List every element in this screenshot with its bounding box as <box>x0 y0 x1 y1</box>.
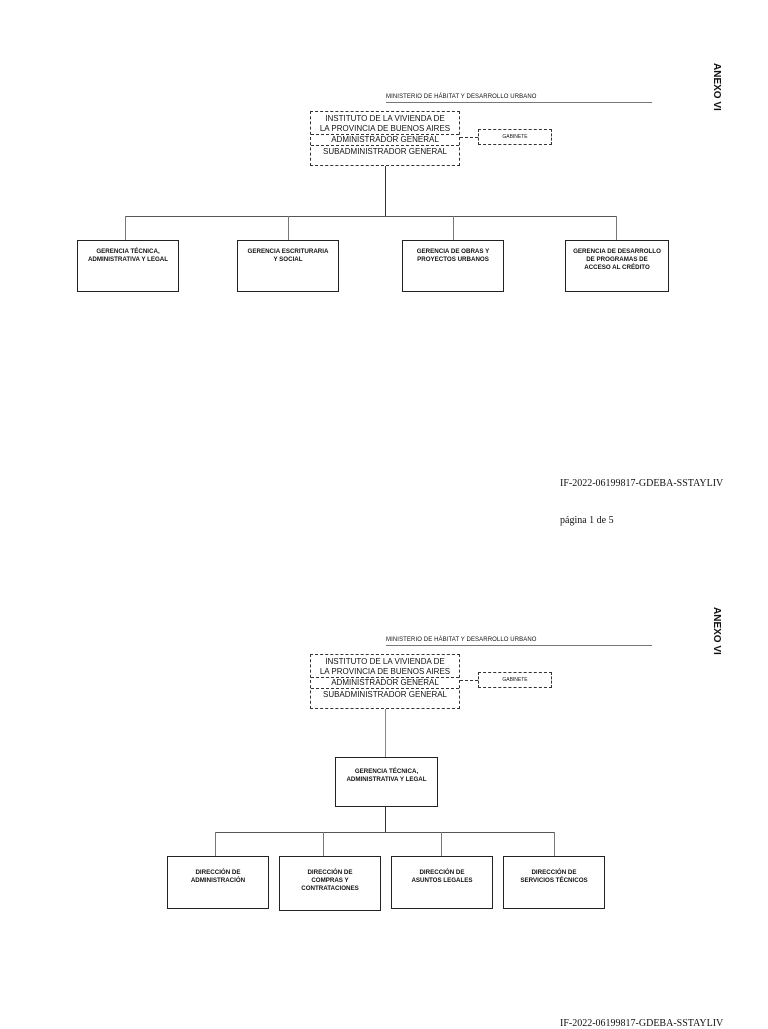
unit-direccion-servicios-tecnicos: DIRECCIÓN DE SERVICIOS TÉCNICOS <box>503 856 605 909</box>
drop-line-4 <box>616 216 617 240</box>
institute-name-line1: INSTITUTO DE LA VIVIENDA DE <box>325 114 445 123</box>
ministry-label: MINISTERIO DE HÁBITAT Y DESARROLLO URBAN… <box>386 637 537 643</box>
annex-label: ANEXO VI <box>711 63 722 111</box>
admin-separator <box>311 145 459 146</box>
institute-name-line1: INSTITUTO DE LA VIVIENDA DE <box>325 657 445 666</box>
unit-gerencia-escrituraria: GERENCIA ESCRITURARIA Y SOCIAL <box>237 240 339 292</box>
drop-line-1 <box>125 216 126 240</box>
unit-label: DIRECCIÓN DE ASUNTOS LEGALES <box>411 869 473 884</box>
document-reference: IF-2022-06199817-GDEBA-SSTAYLIV <box>560 478 724 489</box>
cabinet-label: GABINETE <box>502 134 528 140</box>
unit-gerencia-tecnica: GERENCIA TÉCNICA, ADMINISTRATIVA Y LEGAL <box>77 240 179 292</box>
ministry-label: MINISTERIO DE HÁBITAT Y DESARROLLO URBAN… <box>386 94 537 100</box>
institute-separator <box>311 677 459 678</box>
institute-separator <box>311 134 459 135</box>
cabinet-label: GABINETE <box>502 677 528 683</box>
unit-direccion-compras: DIRECCIÓN DE COMPRAS Y CONTRATACIONES <box>279 856 381 911</box>
drop-line-1 <box>215 832 216 856</box>
unit-label: DIRECCIÓN DE SERVICIOS TÉCNICOS <box>520 869 588 884</box>
branch-line <box>125 216 616 217</box>
unit-label: GERENCIA TÉCNICA, ADMINISTRATIVA Y LEGAL <box>87 248 169 263</box>
management-label: GERENCIA TÉCNICA, ADMINISTRATIVA Y LEGAL <box>346 768 427 783</box>
unit-gerencia-obras: GERENCIA DE OBRAS Y PROYECTOS URBANOS <box>402 240 504 292</box>
cabinet-box: GABINETE <box>478 672 552 688</box>
subadmin-general: SUBADMINISTRADOR GENERAL <box>322 147 448 156</box>
unit-direccion-administracion: DIRECCIÓN DE ADMINISTRACIÓN <box>167 856 269 909</box>
trunk-line <box>385 166 386 216</box>
admin-separator <box>311 688 459 689</box>
admin-general: ADMINISTRADOR GENERAL <box>331 678 439 687</box>
unit-gerencia-desarrollo: GERENCIA DE DESARROLLO DE PROGRAMAS DE A… <box>565 240 669 292</box>
cabinet-connector <box>460 680 478 681</box>
institute-name-line2: LA PROVINCIA DE BUENOS AIRES <box>319 124 451 133</box>
drop-line-4 <box>554 832 555 856</box>
drop-line-3 <box>441 832 442 856</box>
unit-label: DIRECCIÓN DE COMPRAS Y CONTRATACIONES <box>301 869 359 892</box>
drop-line-2 <box>323 832 324 856</box>
drop-line-2 <box>288 216 289 240</box>
unit-direccion-asuntos-legales: DIRECCIÓN DE ASUNTOS LEGALES <box>391 856 493 909</box>
branch-line <box>215 832 554 833</box>
admin-general: ADMINISTRADOR GENERAL <box>331 135 439 144</box>
drop-line-3 <box>453 216 454 240</box>
cabinet-box: GABINETE <box>478 129 552 145</box>
unit-label: GERENCIA DE OBRAS Y PROYECTOS URBANOS <box>416 248 490 263</box>
unit-label: GERENCIA DE DESARROLLO DE PROGRAMAS DE A… <box>573 248 661 271</box>
unit-label: GERENCIA ESCRITURARIA Y SOCIAL <box>247 248 329 263</box>
ministry-line <box>386 102 652 103</box>
ministry-line <box>386 645 652 646</box>
subadmin-general: SUBADMINISTRADOR GENERAL <box>322 690 448 699</box>
institute-box: INSTITUTO DE LA VIVIENDA DE LA PROVINCIA… <box>310 654 460 709</box>
page-number: página 1 de 5 <box>560 515 614 526</box>
annex-label: ANEXO VI <box>711 607 722 655</box>
institute-box: INSTITUTO DE LA VIVIENDA DE LA PROVINCIA… <box>310 111 460 166</box>
cabinet-connector <box>460 137 478 138</box>
management-trunk-line <box>385 807 386 832</box>
trunk-line <box>385 709 386 757</box>
management-gerencia-tecnica: GERENCIA TÉCNICA, ADMINISTRATIVA Y LEGAL <box>335 757 438 807</box>
institute-name-line2: LA PROVINCIA DE BUENOS AIRES <box>319 667 451 676</box>
unit-label: DIRECCIÓN DE ADMINISTRACIÓN <box>190 869 246 884</box>
